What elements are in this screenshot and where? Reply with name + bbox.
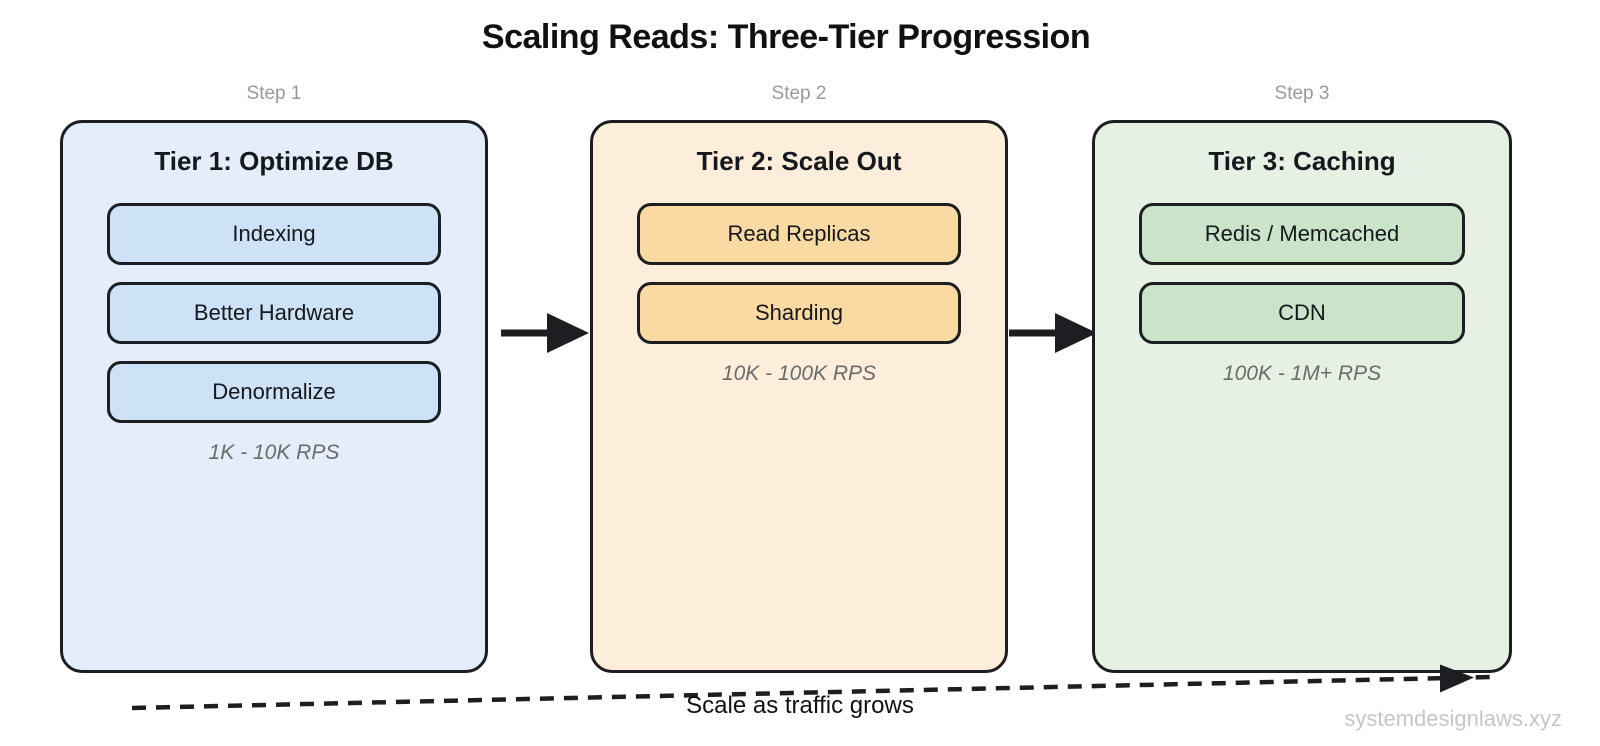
watermark-text: systemdesignlaws.xyz — [1344, 706, 1562, 731]
flow-arrow-icon — [501, 313, 589, 353]
step-label-3: Step 3 — [1274, 83, 1330, 104]
tier-card-optimize-db: Tier 1: Optimize DB Indexing Better Hard… — [60, 120, 488, 673]
tier-item: Redis / Memcached — [1139, 203, 1465, 265]
tier-item: Denormalize — [107, 361, 441, 423]
flow-arrow-icon — [1009, 313, 1097, 353]
step-label-1: Step 1 — [246, 83, 302, 104]
tier-card-caching: Tier 3: Caching Redis / Memcached CDN 10… — [1092, 120, 1512, 673]
tier-title: Tier 3: Caching — [1208, 146, 1396, 176]
tier-item: Better Hardware — [107, 282, 441, 344]
tier-item: CDN — [1139, 282, 1465, 344]
tier-item: Sharding — [637, 282, 961, 344]
tier-title: Tier 2: Scale Out — [696, 146, 902, 176]
tier-item: Read Replicas — [637, 203, 961, 265]
tier-card-scale-out: Tier 2: Scale Out Read Replicas Sharding… — [590, 120, 1008, 673]
growth-arrow-caption: Scale as traffic grows — [686, 692, 914, 719]
tier-rps-label: 1K - 10K RPS — [208, 441, 340, 464]
tier-item: Indexing — [107, 203, 441, 265]
tier-rps-label: 100K - 1M+ RPS — [1222, 362, 1382, 385]
step-label-2: Step 2 — [771, 83, 827, 104]
tier-rps-label: 10K - 100K RPS — [721, 362, 877, 385]
page-title: Scaling Reads: Three-Tier Progression — [481, 18, 1091, 56]
tier-title: Tier 1: Optimize DB — [154, 146, 394, 176]
